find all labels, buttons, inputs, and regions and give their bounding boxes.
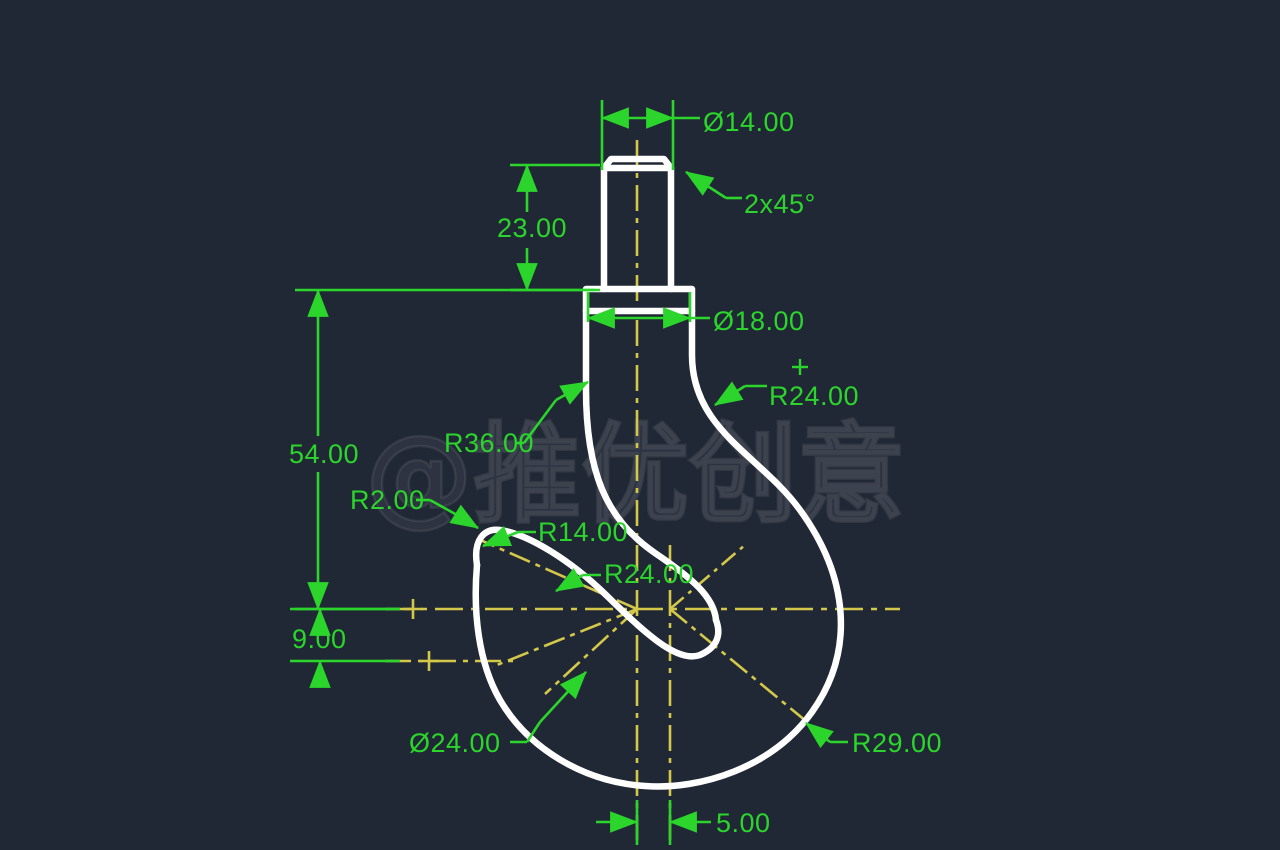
hook-geometry [472,155,845,790]
dimension-lines [290,100,848,845]
construction-line-r24 [491,607,638,669]
leader-chamfer-diagonal [685,170,727,200]
label-shank-height: 23.00 [497,213,567,243]
center-mark-r24-neck [792,359,808,375]
label-r-inner-throat: R14.00 [538,517,628,547]
leader-r24-neck-diagonal [714,381,746,407]
leader-dia24-bend [525,721,542,743]
leader-r2-bend [429,498,458,517]
leader-r36-bend [522,399,558,444]
label-dia-shank: Ø18.00 [713,306,805,336]
leader-r29-diagonal [805,721,834,749]
dimension-labels: Ø14.00 2x45° 23.00 Ø18.00 R24.00 R36.00 … [289,107,942,838]
hook-inner-left-curve [582,307,720,624]
construction-line-r29 [669,607,813,728]
label-r-bowl: R24.00 [604,559,694,589]
label-offset-bottom: 9.00 [292,624,347,654]
label-overall-height: 54.00 [289,439,359,469]
leader-r24-bowl-diagonal [554,568,585,593]
center-marks [403,599,439,671]
label-dia-top: Ø14.00 [703,107,795,137]
label-dia-bowl: Ø24.00 [409,728,501,758]
shank-outline-right [600,155,675,293]
leader-r2-diagonal [449,504,479,530]
collar-outline [582,285,696,315]
construction-line-bowl [544,608,638,695]
construction-line-upper-right [669,544,746,610]
label-r-neck-right: R24.00 [769,381,859,411]
label-r-tip: R2.00 [350,485,425,515]
label-width-offset: 5.00 [716,808,771,838]
leader-r14-diagonal [481,526,519,548]
leader-dia24-diagonal [539,671,587,723]
label-chamfer: 2x45° [744,189,816,219]
leader-r36-diagonal [555,380,590,405]
hook-outer-right-curve [472,307,845,790]
hook-tip-inner-curve [472,526,722,660]
label-r-neck-left: R36.00 [444,428,534,458]
label-r-outer: R29.00 [852,728,942,758]
